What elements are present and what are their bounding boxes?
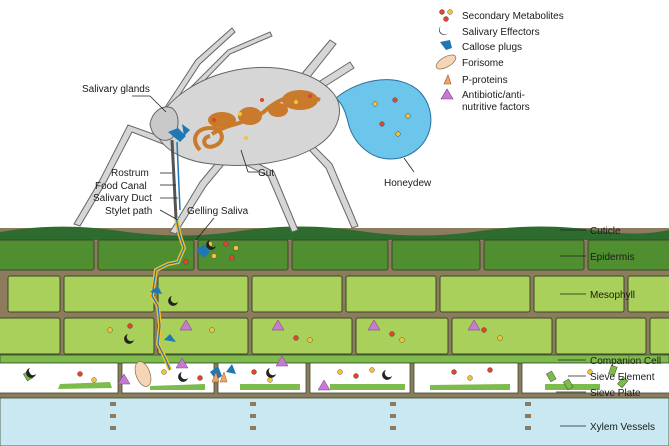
sieve-plate-label: Sieve Plate (590, 388, 641, 399)
stylet-path-label: Stylet path (105, 206, 152, 217)
antibiotic-triangle-icon (440, 88, 454, 100)
salivary-duct-label: Salivary Duct (93, 193, 152, 204)
companion-cell-label: Companion Cell (590, 356, 661, 367)
legend-label-p-proteins: P-proteins (462, 75, 508, 86)
honeydew-droplet (335, 79, 432, 160)
legend-label-antibiotic: Antibiotic/anti- (462, 90, 525, 101)
aphid-gut (193, 125, 224, 152)
scattered-particles (26, 240, 593, 391)
leader-lines (132, 95, 586, 427)
salivary-gland-lobes (208, 90, 318, 128)
gelling-saliva-label: Gelling Saliva (187, 206, 249, 217)
stylet-path (149, 217, 187, 371)
aphid (73, 27, 359, 235)
legend-label-metabolites: Secondary Metabolites (462, 11, 564, 22)
xylem-vessels (0, 397, 669, 446)
gut-label: Gut (258, 168, 274, 179)
mesophyll-row-1 (7, 275, 669, 313)
epidermis-label: Epidermis (590, 252, 634, 263)
sieve-element-label: Sieve Element (590, 372, 655, 383)
legend-label-forisome: Forisome (462, 58, 504, 69)
aphid-labels: Salivary glands Gut Honeydew Rostrum Foo… (82, 84, 432, 217)
salivary-gland-blue (168, 128, 186, 142)
mesophyll-row-2 (0, 317, 669, 355)
legend-label-antibiotic-line2: nutritive factors (462, 102, 530, 113)
xylem-vessels-label: Xylem Vessels (590, 422, 655, 433)
plant-tissue (0, 226, 669, 446)
honeydew-label: Honeydew (384, 178, 432, 189)
food-canal-label: Food Canal (95, 181, 147, 192)
cuticle-layer (0, 226, 669, 240)
salivary-glands-label: Salivary glands (82, 84, 150, 95)
forisome-icon (435, 54, 457, 70)
epidermis-row (0, 239, 669, 271)
cuticle-label: Cuticle (590, 226, 621, 237)
forisome-body (134, 361, 152, 387)
legend-label-effectors: Salivary Effectors (462, 27, 540, 38)
mesophyll-label: Mesophyll (590, 290, 635, 301)
tissue-labels: Cuticle Epidermis Mesophyll Companion Ce… (590, 226, 661, 433)
honeydew-contents (372, 97, 411, 137)
sieve-tube-row (0, 362, 669, 394)
callose-plug-icon (440, 40, 452, 50)
metabolite-dots-icon (439, 9, 453, 22)
legend-label-callose: Callose plugs (462, 42, 522, 53)
aphid-rostrum (170, 139, 178, 219)
rostrum-label: Rostrum (111, 168, 149, 179)
legend: Secondary Metabolites Salivary Effectors… (435, 9, 564, 113)
effector-crescent-icon (438, 26, 448, 36)
aphid-body-contents (212, 94, 312, 140)
p-protein-icon (443, 74, 452, 85)
companion-cell-strip (0, 354, 669, 364)
